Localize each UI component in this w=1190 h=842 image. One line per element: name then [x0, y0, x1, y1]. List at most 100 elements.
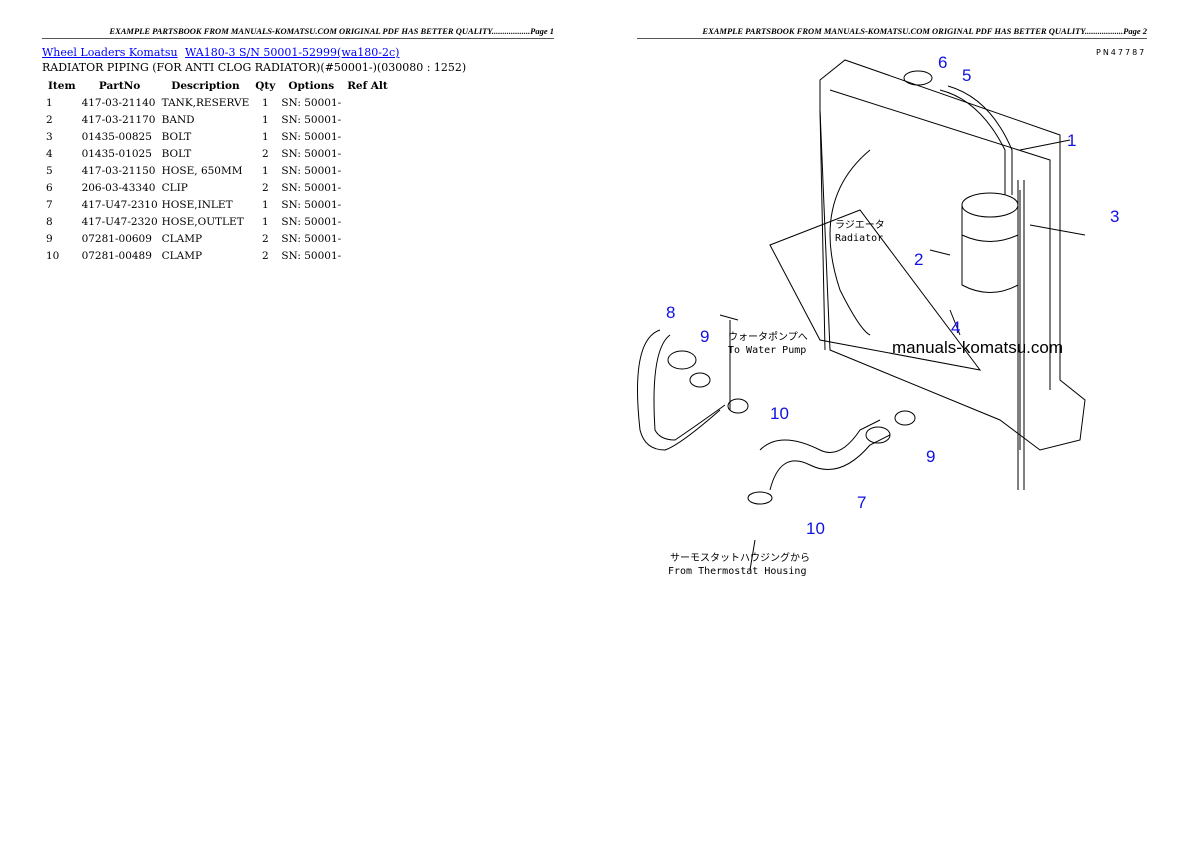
table-row: 3 01435-00825 BOLT 1 SN: 50001-	[44, 128, 392, 145]
table-cell-partno: 07281-00489	[81, 249, 152, 262]
table-cell-item: 4	[46, 147, 53, 160]
column-header: PartNo	[98, 79, 141, 92]
breadcrumb: Wheel Loaders Komatsu WA180-3 S/N 50001-…	[42, 46, 403, 59]
table-cell-options: SN: 50001-	[281, 215, 342, 228]
table-cell-qty: 1	[261, 164, 269, 177]
table-cell-item: 10	[46, 249, 60, 262]
table-cell-partno: 417-03-21150	[81, 164, 156, 177]
table-cell-ref-alt	[343, 162, 392, 179]
page-title: RADIATOR PIPING (FOR ANTI CLOG RADIATOR)…	[42, 61, 467, 74]
table-cell-partno: 417-U47-2320	[81, 215, 158, 228]
parts-diagram: ラジエータ Radiator ウォータポンプへ To Water Pump サー…	[637, 53, 1119, 577]
callout-10b: 10	[806, 519, 825, 538]
table-row: 5 417-03-21150 HOSE, 650MM 1 SN: 50001-	[44, 162, 392, 179]
table-cell-description: BAND	[161, 113, 195, 126]
table-cell-qty: 1	[261, 96, 269, 109]
table-cell-item: 6	[46, 181, 53, 194]
table-cell-ref-alt	[343, 179, 392, 196]
radiator-label-en: Radiator	[835, 233, 883, 244]
table-row: 2 417-03-21170 BAND 1 SN: 50001-	[44, 111, 392, 128]
callout-9b: 9	[926, 447, 935, 466]
table-cell-ref-alt	[343, 111, 392, 128]
table-cell-partno: 417-03-21140	[81, 96, 156, 109]
radiator-label-jp: ラジエータ	[835, 219, 885, 231]
table-cell-options: SN: 50001-	[281, 181, 342, 194]
table-header-row: Item PartNo Description Qty Options Ref Alt	[44, 77, 392, 94]
table-row: 10 07281-00489 CLAMP 2 SN: 50001-	[44, 247, 392, 264]
table-cell-description: CLIP	[161, 181, 188, 194]
table-row: 4 01435-01025 BOLT 2 SN: 50001-	[44, 145, 392, 162]
table-cell-options: SN: 50001-	[281, 96, 342, 109]
callout-10a: 10	[770, 404, 789, 423]
table-cell-ref-alt	[343, 213, 392, 230]
table-cell-item: 7	[46, 198, 53, 211]
pump-label-en: To Water Pump	[728, 345, 806, 356]
table-cell-qty: 2	[261, 249, 269, 262]
table-cell-qty: 1	[261, 198, 269, 211]
table-cell-partno: 417-U47-2310	[81, 198, 158, 211]
callout-6: 6	[938, 53, 947, 72]
pump-label-jp: ウォータポンプへ	[728, 331, 808, 343]
table-cell-qty: 2	[261, 147, 269, 160]
table-cell-item: 1	[46, 96, 53, 109]
table-cell-options: SN: 50001-	[281, 164, 342, 177]
table-cell-description: BOLT	[161, 147, 192, 160]
breadcrumb-link-category[interactable]: Wheel Loaders Komatsu	[42, 46, 178, 59]
table-cell-ref-alt	[343, 145, 392, 162]
table-cell-qty: 1	[261, 130, 269, 143]
table-cell-partno: 417-03-21170	[81, 113, 156, 126]
table-cell-partno: 01435-00825	[81, 130, 152, 143]
breadcrumb-link-model[interactable]: WA180-3 S/N 50001-52999(wa180-2c)	[185, 46, 400, 59]
callout-7: 7	[857, 493, 866, 512]
table-cell-item: 2	[46, 113, 53, 126]
table-cell-item: 3	[46, 130, 53, 143]
table-cell-qty: 1	[261, 215, 269, 228]
parts-table: Item PartNo Description Qty Options Ref Alt 1…	[44, 77, 392, 264]
table-cell-qty: 1	[261, 113, 269, 126]
table-cell-description: CLAMP	[161, 232, 203, 245]
table-cell-options: SN: 50001-	[281, 113, 342, 126]
drawing-code: PN47787	[1096, 48, 1147, 57]
column-header: Item	[48, 79, 76, 92]
table-cell-options: SN: 50001-	[281, 147, 342, 160]
table-cell-description: HOSE,OUTLET	[161, 215, 244, 228]
page1-header: EXAMPLE PARTSBOOK FROM MANUALS-KOMATSU.C…	[42, 26, 554, 39]
table-cell-options: SN: 50001-	[281, 130, 342, 143]
table-cell-options: SN: 50001-	[281, 249, 342, 262]
column-header: Qty	[255, 79, 276, 92]
table-cell-ref-alt	[343, 94, 392, 111]
table-row: 1 417-03-21140 TANK,RESERVE 1 SN: 50001-	[44, 94, 392, 111]
callout-2: 2	[914, 250, 923, 269]
callout-4: 4	[951, 318, 960, 337]
callout-5: 5	[962, 66, 971, 85]
table-cell-description: HOSE,INLET	[161, 198, 233, 211]
table-cell-qty: 2	[261, 232, 269, 245]
page2-header: EXAMPLE PARTSBOOK FROM MANUALS-KOMATSU.C…	[637, 26, 1147, 39]
table-cell-partno: 01435-01025	[81, 147, 152, 160]
table-cell-partno: 206-03-43340	[81, 181, 156, 194]
table-cell-description: BOLT	[161, 130, 192, 143]
table-cell-item: 9	[46, 232, 53, 245]
table-cell-options: SN: 50001-	[281, 232, 342, 245]
column-header: Ref Alt	[347, 79, 388, 92]
table-cell-description: TANK,RESERVE	[161, 96, 250, 109]
callout-8: 8	[666, 303, 675, 322]
callout-3: 3	[1110, 207, 1119, 226]
table-cell-ref-alt	[343, 247, 392, 264]
table-cell-item: 5	[46, 164, 53, 177]
table-cell-description: HOSE, 650MM	[161, 164, 243, 177]
column-header: Options	[288, 79, 335, 92]
table-cell-description: CLAMP	[161, 249, 203, 262]
callout-1: 1	[1067, 131, 1076, 150]
watermark: manuals-komatsu.com	[892, 338, 1063, 357]
thermostat-label-jp: サーモスタットハウジングから	[670, 551, 810, 564]
table-row: 9 07281-00609 CLAMP 2 SN: 50001-	[44, 230, 392, 247]
column-header: Description	[171, 79, 240, 92]
table-cell-ref-alt	[343, 196, 392, 213]
table-cell-partno: 07281-00609	[81, 232, 152, 245]
table-cell-ref-alt	[343, 128, 392, 145]
callout-9a: 9	[700, 327, 709, 346]
